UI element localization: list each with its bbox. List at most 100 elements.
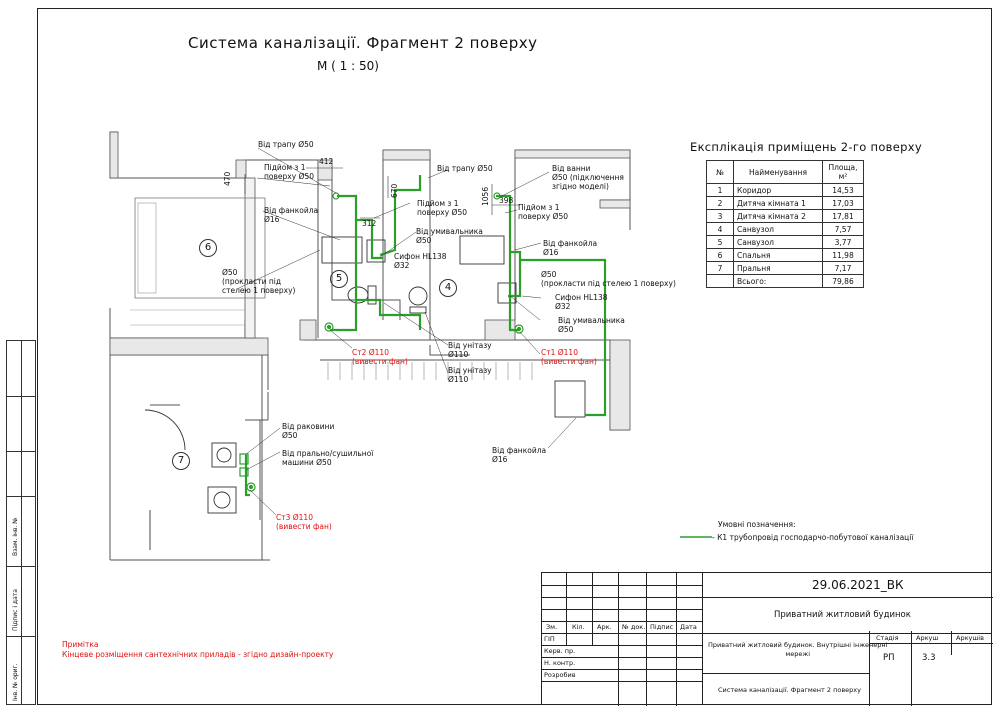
room-number-5: 5 xyxy=(330,270,348,288)
col-area: Площа, м² xyxy=(822,160,864,184)
total-label: Всього: xyxy=(733,274,823,288)
col-doc: № док. xyxy=(622,623,646,631)
label-drain-2: Від трапу Ø50 xyxy=(437,164,493,173)
row-area: 7,57 xyxy=(822,222,864,236)
dim-412: 412 xyxy=(319,157,334,166)
title-block: 29.06.2021_ВК Приватний житловий будинок… xyxy=(541,572,993,706)
drawing-frame xyxy=(37,8,992,705)
row-number: 4 xyxy=(706,222,734,236)
label-washbasin-1: Від умивальника Ø50 xyxy=(416,227,483,245)
label-washbasin-2: Від умивальника Ø50 xyxy=(558,316,625,334)
label-riser-1: Підйом з 1 поверху Ø50 xyxy=(264,163,314,181)
label-siphon-1: Сифон HL138 Ø32 xyxy=(394,252,447,270)
stage-label: Стадія xyxy=(876,634,899,642)
stage-value: РП xyxy=(883,653,895,663)
row-area: 7,17 xyxy=(822,261,864,275)
legend-item: - К1 трубопровід господарчо-побутової ка… xyxy=(712,533,914,542)
explication-title: Експлікація приміщень 2-го поверху xyxy=(690,140,922,154)
col-sheet: Арк. xyxy=(597,623,612,631)
sheet-value: 3.3 xyxy=(922,653,936,663)
row-area: 17,03 xyxy=(822,196,864,210)
col-number: № xyxy=(706,160,734,184)
dim-670: 670 xyxy=(390,183,399,198)
riser-st1: Ст1 Ø110 (вивести фан) xyxy=(541,348,597,366)
row-number: 6 xyxy=(706,248,734,262)
room-number-6: 6 xyxy=(199,239,217,257)
row-name: Дитяча кімната 1 xyxy=(733,196,823,210)
row-name: Спальня xyxy=(733,248,823,262)
row-area: 3,77 xyxy=(822,235,864,249)
sidebar-replace: Взам. інв. № xyxy=(12,517,19,556)
label-riser-3: Підйом з 1 поверху Ø50 xyxy=(518,203,568,221)
sidebar-inv-orig: Інв. № ориг. xyxy=(12,663,19,701)
col-count: Кіл. xyxy=(572,623,585,631)
row-name: Санвузол xyxy=(733,235,823,249)
row-area: 11,98 xyxy=(822,248,864,262)
row-name: Дитяча кімната 2 xyxy=(733,209,823,223)
dim-1056: 1056 xyxy=(481,186,490,206)
section-name: Приватний житловий будинок. Внутрішні ін… xyxy=(708,641,888,658)
note-text: Кінцеве розміщення сантехнічних приладів… xyxy=(62,650,334,659)
role-gip: ГІП xyxy=(544,635,555,643)
sidebar-sign-date: Підпис і дата xyxy=(12,589,19,631)
label-fancoil-2: Від фанкойла Ø16 xyxy=(543,239,598,257)
riser-st2: Ст2 Ø110 (вивести фан) xyxy=(352,348,408,366)
note-title: Примітка xyxy=(62,640,99,649)
role-head: Керв. пр. xyxy=(544,647,576,655)
row-number: 1 xyxy=(706,183,734,197)
label-bath: Від ванни Ø50 (підключення згідно моделі… xyxy=(552,164,624,191)
row-area: 17,81 xyxy=(822,209,864,223)
dim-398: 398 xyxy=(499,196,514,205)
left-sidebar: Інв. № ориг. Підпис і дата Взам. інв. № xyxy=(6,340,36,705)
object-name: Приватний житловий будинок xyxy=(774,610,911,620)
col-change: Зм. xyxy=(546,623,558,631)
room-number-7: 7 xyxy=(172,452,190,470)
total-blank xyxy=(706,274,734,288)
label-siphon-2: Сифон HL138 Ø32 xyxy=(555,293,608,311)
label-sink: Від раковини Ø50 xyxy=(282,422,335,440)
row-area: 14,53 xyxy=(822,183,864,197)
label-toilet-1: Від унітазу Ø110 xyxy=(448,341,492,359)
row-name: Пральня xyxy=(733,261,823,275)
label-washer: Від прально/сушильної машини Ø50 xyxy=(282,449,374,467)
drawing-title: Система каналізації. Фрагмент 2 поверху xyxy=(188,34,538,52)
explication-total-row: Всього:79,86 xyxy=(706,274,864,288)
sheet-label: Аркуш xyxy=(916,634,939,642)
label-pipe-1: Ø50 (прокласти під стелею 1 поверху) xyxy=(222,268,296,295)
sheets-label: Аркушів xyxy=(956,634,984,642)
label-toilet-2: Від унітазу Ø110 xyxy=(448,366,492,384)
label-pipe-2: Ø50 (прокласти під стелею 1 поверху) xyxy=(541,270,676,288)
dim-312: 312 xyxy=(362,219,377,228)
label-fancoil-1: Від фанкойла Ø16 xyxy=(264,206,319,224)
riser-st3: Ст3 Ø110 (вивести фан) xyxy=(276,513,332,531)
total-value: 79,86 xyxy=(822,274,864,288)
doc-code: 29.06.2021_ВК xyxy=(812,578,904,592)
label-drain-1: Від трапу Ø50 xyxy=(258,140,314,149)
col-signature: Підпис xyxy=(650,623,674,631)
row-number: 7 xyxy=(706,261,734,275)
room-number-4: 4 xyxy=(439,279,457,297)
row-name: Коридор xyxy=(733,183,823,197)
legend-title: Умовні позначення: xyxy=(718,520,796,529)
col-date: Дата xyxy=(680,623,697,631)
row-number: 5 xyxy=(706,235,734,249)
drawing-scale: М ( 1 : 50) xyxy=(317,59,379,73)
row-number: 3 xyxy=(706,209,734,223)
row-name: Санвузол xyxy=(733,222,823,236)
label-fancoil-3: Від фанкойла Ø16 xyxy=(492,446,547,464)
dim-470: 470 xyxy=(223,171,232,186)
row-number: 2 xyxy=(706,196,734,210)
label-riser-2: Підйом з 1 поверху Ø50 xyxy=(417,199,467,217)
col-name: Найменування xyxy=(733,160,823,184)
role-control: Н. контр. xyxy=(544,659,576,667)
sheet-title: Система каналізації. Фрагмент 2 поверху xyxy=(718,686,861,694)
